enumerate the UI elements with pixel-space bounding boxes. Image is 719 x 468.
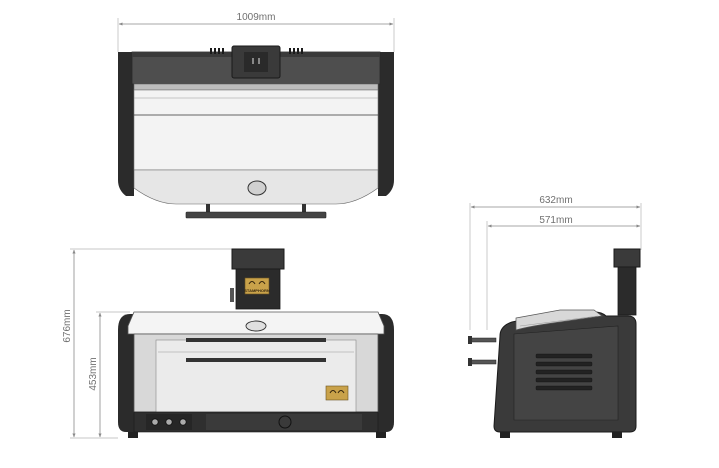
top-knob: [247, 180, 267, 196]
front-left-frame: [118, 314, 134, 432]
top-vents: [210, 48, 303, 54]
side-chimney: [613, 248, 641, 268]
dimension-side-body: 571mm: [486, 215, 641, 330]
dimension-top-width: 1009mm: [117, 12, 395, 52]
side-vents: [535, 353, 593, 391]
dimension-front-total: 676mm: [62, 248, 232, 439]
control-buttons: [151, 418, 187, 426]
front-lid-knob: [245, 320, 267, 332]
top-lid: [133, 83, 379, 91]
front-slot-lower: [186, 358, 326, 362]
label-571mm: 571mm: [539, 215, 572, 226]
label-632mm: 632mm: [539, 195, 572, 206]
front-slot-upper: [186, 338, 326, 342]
top-left-frame: [118, 52, 134, 196]
dimension-side-total: 632mm: [469, 195, 642, 330]
top-view: 1009mm: [117, 12, 395, 219]
side-view: 632mm 571mm: [468, 195, 642, 438]
label-676mm: 676mm: [62, 309, 73, 342]
top-panel: [133, 89, 379, 171]
top-right-frame: [378, 52, 394, 196]
side-handles: [468, 336, 497, 366]
front-logo: [325, 385, 349, 401]
front-right-frame: [378, 314, 394, 432]
front-view: 676mm 453mm STAMPHORN: [62, 248, 394, 439]
front-chimney: [231, 248, 285, 270]
front-base-knob: [278, 415, 292, 429]
chimney-logo-text: STAMPHORN: [244, 288, 270, 293]
top-stand: [185, 204, 327, 219]
side-lid: [515, 309, 603, 331]
label-453mm: 453mm: [88, 357, 99, 390]
chimney-logo: STAMPHORN: [244, 277, 270, 295]
dimension-front-body: 453mm: [88, 311, 130, 438]
label-1009mm: 1009mm: [237, 12, 276, 23]
